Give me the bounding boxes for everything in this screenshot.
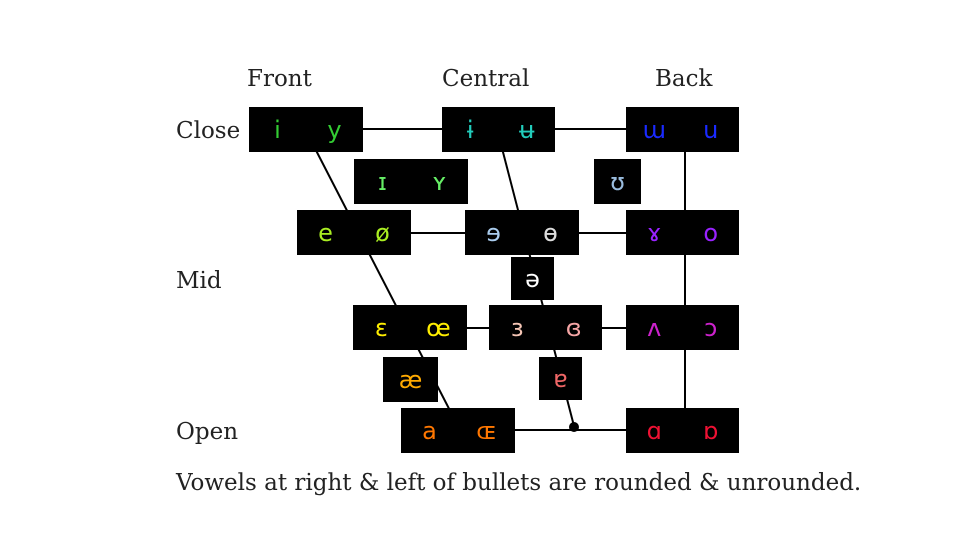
vowel-open-mid-central-unrounded: ɜ — [510, 313, 524, 342]
vowel-close-front-unrounded: i — [274, 115, 281, 144]
vowel-pair-near-close-front[interactable]: ɪ ʏ — [354, 159, 468, 204]
row-label-mid: Mid — [176, 268, 222, 294]
vowel-pair-close-mid-central[interactable]: ɘ ɵ — [465, 210, 579, 255]
vowel-pair-open-mid-front[interactable]: ɛ œ — [353, 305, 467, 350]
vowel-close-mid-central-rounded: ɵ — [543, 218, 558, 247]
column-label-front: Front — [247, 66, 312, 92]
vowel-open-mid-central-rounded: ɞ — [565, 313, 582, 342]
vowel-mid-central[interactable]: ə — [511, 257, 554, 300]
vowel-close-back-unrounded: ɯ — [642, 115, 666, 144]
vowel-close-mid-front-rounded: ø — [375, 218, 390, 247]
vowel-open-mid-front-rounded: œ — [426, 313, 451, 342]
vowel-close-mid-front-unrounded: e — [318, 218, 333, 247]
vowel-near-close-front-rounded: ʏ — [432, 167, 447, 196]
vowel-open-mid-front-unrounded: ɛ — [374, 313, 388, 342]
vowel-pair-close-mid-back[interactable]: ɤ o — [626, 210, 739, 255]
vowel-pair-close-central[interactable]: ɨ ʉ — [442, 107, 555, 152]
vowel-close-mid-back-rounded: o — [703, 218, 719, 247]
vowel-near-open-central-unrounded: ɐ — [553, 364, 568, 393]
row-label-close: Close — [176, 118, 241, 144]
vowel-pair-close-back[interactable]: ɯ u — [626, 107, 739, 152]
vowel-open-back-unrounded: ɑ — [646, 416, 662, 445]
vowel-close-back-rounded: u — [703, 115, 719, 144]
vowel-pair-open-mid-central[interactable]: ɜ ɞ — [489, 305, 602, 350]
vowel-close-mid-central-unrounded: ɘ — [486, 218, 501, 247]
vowel-close-mid-back-unrounded: ɤ — [647, 218, 662, 247]
row-label-open: Open — [176, 419, 239, 445]
vowel-open-back-rounded: ɒ — [703, 416, 719, 445]
vowel-near-open-central[interactable]: ɐ — [539, 357, 582, 400]
vowel-open-mid-back-rounded: ɔ — [704, 313, 718, 342]
vowel-pair-open-back[interactable]: ɑ ɒ — [626, 408, 739, 453]
vowel-pair-open-mid-back[interactable]: ʌ ɔ — [626, 305, 739, 350]
vowel-close-front-rounded: y — [327, 115, 342, 144]
vowel-near-close-back-rounded: ʊ — [610, 167, 625, 196]
vowel-open-mid-back-unrounded: ʌ — [647, 313, 662, 342]
column-label-central: Central — [442, 66, 530, 92]
vowel-near-open-front-unrounded: æ — [398, 365, 423, 394]
vowel-near-open-front[interactable]: æ — [383, 357, 438, 402]
column-label-back: Back — [655, 66, 713, 92]
vowel-close-central-unrounded: ɨ — [466, 115, 474, 144]
vowel-close-central-rounded: ʉ — [519, 115, 535, 144]
vowel-near-close-back[interactable]: ʊ — [594, 159, 641, 204]
vowel-open-front-unrounded: a — [422, 416, 437, 445]
vowel-mid-central-schwa: ə — [525, 264, 540, 293]
vowel-pair-close-mid-front[interactable]: e ø — [297, 210, 411, 255]
central-open-bullet — [569, 422, 579, 432]
vowel-open-front-rounded: ɶ — [476, 416, 497, 445]
vowel-pair-open-front[interactable]: a ɶ — [401, 408, 515, 453]
caption: Vowels at right & left of bullets are ro… — [176, 470, 862, 496]
vowel-pair-close-front[interactable]: i y — [249, 107, 363, 152]
vowel-near-close-front-unrounded: ɪ — [378, 167, 387, 196]
